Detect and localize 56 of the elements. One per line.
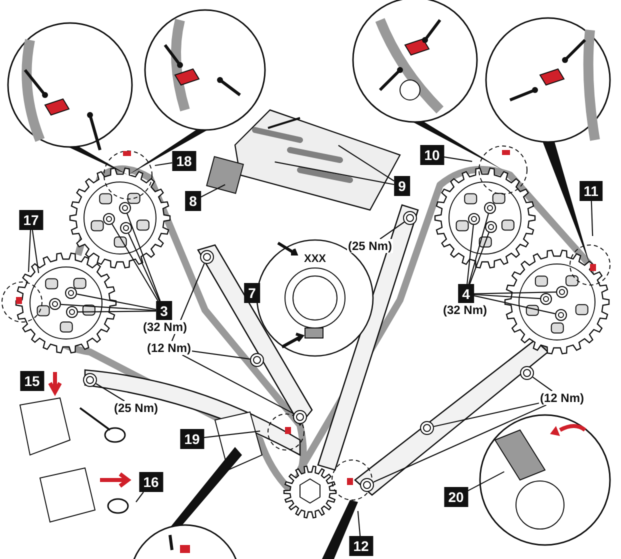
leader-line — [32, 230, 40, 274]
callout-number: 11 — [580, 181, 602, 201]
torque-value: (25 Nm) — [113, 401, 159, 415]
torque-value: (12 Nm) — [539, 391, 585, 405]
leader-line — [126, 213, 161, 302]
leader-line — [468, 471, 504, 492]
leader-line — [468, 214, 489, 284]
torque-value: (12 Nm) — [146, 341, 192, 355]
callout-number: 15 — [20, 371, 44, 391]
callout-number: 7 — [244, 283, 260, 303]
leader-line — [200, 184, 226, 198]
bolt-head — [420, 421, 434, 435]
leader-line — [76, 294, 156, 310]
leader-line — [474, 294, 540, 300]
callout-number: 3 — [156, 301, 172, 321]
leader-line — [469, 232, 490, 284]
leader-line — [136, 492, 144, 502]
leader-line — [373, 404, 547, 483]
bolt-head — [250, 353, 264, 367]
callout-number: 4 — [458, 284, 474, 304]
leader-line — [380, 222, 405, 240]
torque-value: (25 Nm) — [347, 239, 393, 253]
callout-number: 17 — [19, 210, 43, 230]
leader-line — [444, 156, 472, 162]
leader-line — [96, 383, 125, 402]
bolt-head — [83, 373, 97, 387]
callout-number: 19 — [180, 429, 204, 449]
leader-line — [434, 402, 540, 428]
leader-line — [112, 224, 158, 302]
leader-line — [182, 354, 294, 414]
callout-number: 20 — [444, 487, 468, 507]
callout-number: 10 — [420, 145, 444, 165]
leader-line — [474, 295, 556, 314]
leader-line — [78, 310, 156, 312]
engraved-marking: XXX — [304, 253, 326, 265]
callout-number: 8 — [185, 191, 201, 211]
leader-line — [60, 304, 156, 312]
callout-number: 9 — [394, 176, 410, 196]
leader-line — [532, 376, 553, 392]
leader-line — [274, 161, 394, 186]
torque-value: (32 Nm) — [142, 320, 188, 334]
leader-line — [466, 224, 474, 284]
leader-line — [357, 510, 361, 536]
leader-line — [204, 430, 260, 438]
leader-line — [474, 292, 556, 294]
leader-line — [590, 200, 594, 236]
callout-number: 16 — [139, 472, 163, 492]
callout-number: 18 — [172, 151, 196, 171]
leader-line — [338, 144, 394, 182]
leader-line — [192, 350, 250, 360]
leader-line — [28, 230, 32, 272]
leader-line — [154, 162, 172, 166]
leader-line — [128, 233, 160, 302]
bolt-head — [520, 366, 534, 380]
torque-value: (32 Nm) — [442, 303, 488, 317]
callout-number: 12 — [349, 536, 373, 556]
